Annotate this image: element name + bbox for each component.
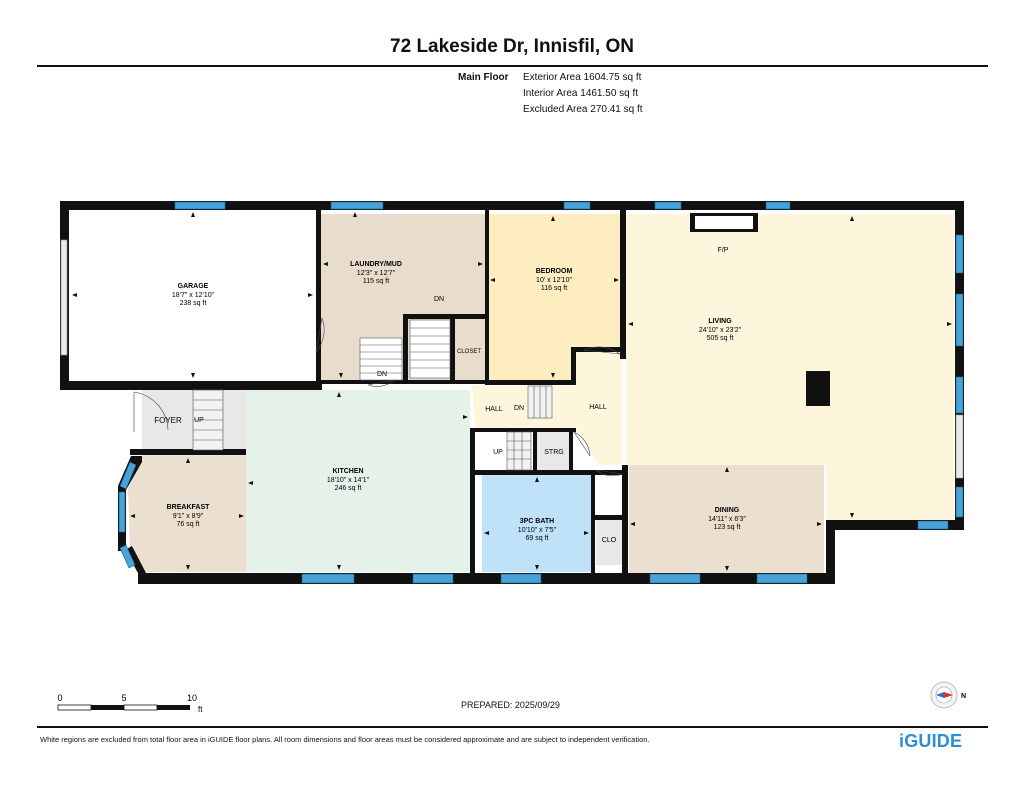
living-dims: 24'10" x 23'2"	[699, 327, 742, 334]
laundry-area: 115 sq ft	[363, 278, 389, 285]
closet-label: CLOSET	[457, 349, 481, 355]
scale-bar: 0 5 10 ft	[57, 693, 203, 714]
breakfast-label: BREAKFAST	[167, 504, 211, 511]
iguide-logo: iGUIDE	[899, 731, 963, 751]
breakfast-area: 76 sq ft	[177, 521, 200, 528]
header-rule	[37, 65, 988, 67]
dimension-arrows	[72, 212, 952, 571]
compass-icon: N	[930, 681, 966, 709]
bedroom-dims: 10' x 12'10"	[536, 277, 572, 284]
scale-tick-0: 0	[57, 693, 62, 703]
foyer-label: FOYER	[154, 416, 182, 425]
bath-area: 69 sq ft	[526, 535, 549, 542]
garage-dims: 18'7" x 12'10"	[172, 292, 215, 299]
laundry-dims: 12'3" x 12'7"	[357, 270, 396, 277]
floor-label: Main Floor	[458, 72, 509, 83]
clo-floor	[596, 520, 624, 565]
breakfast-floor	[128, 456, 246, 572]
scale-tick-10: 10	[187, 693, 197, 703]
kitchen-floor	[246, 390, 470, 572]
garage-side-window	[60, 239, 68, 356]
dining-dims: 14'11" x 6'3"	[708, 516, 746, 523]
kitchen-label: KITCHEN	[332, 468, 363, 475]
dining-area: 123 sq ft	[714, 524, 741, 531]
laundry-label: LAUNDRY/MUD	[350, 261, 402, 268]
fireplace-opening	[695, 216, 753, 229]
bath-label: 3PC BATH	[520, 518, 554, 525]
disclaimer: White regions are excluded from total fl…	[40, 735, 650, 744]
hall-label-1: HALL	[485, 406, 503, 413]
clo-label: CLO	[602, 537, 617, 544]
garage-floor	[70, 209, 316, 381]
scale-tick-5: 5	[121, 693, 126, 703]
garage-label: GARAGE	[178, 283, 209, 290]
stair-down-hall: DN	[514, 405, 524, 412]
hall-label-2: HALL	[589, 404, 607, 411]
strg-label: STRG	[544, 449, 563, 456]
door-swings	[133, 317, 623, 477]
bedroom-area: 116 sq ft	[541, 285, 567, 292]
garage-area: 238 sq ft	[180, 300, 207, 307]
stairs	[192, 319, 553, 471]
dining-label: DINING	[715, 507, 740, 514]
breakfast-dims: 9'1" x 8'9"	[173, 513, 204, 520]
footer-rule	[37, 726, 988, 728]
strg-floor	[537, 432, 569, 470]
stair-down-laundry: DN	[434, 296, 444, 303]
stair-up-foyer: UP	[194, 417, 204, 424]
prepared-date: PREPARED: 2025/09/29	[461, 700, 560, 710]
stair-down-mud: DN	[377, 371, 387, 378]
living-floor	[626, 214, 954, 520]
stair-up-hall: UP	[493, 449, 503, 456]
closet-floor	[455, 320, 485, 381]
bedroom-label: BEDROOM	[536, 268, 573, 275]
scale-unit: ft	[198, 705, 203, 714]
kitchen-area: 246 sq ft	[335, 485, 362, 492]
windows	[118, 201, 964, 584]
compass-north: N	[961, 693, 966, 700]
room-labels: GARAGE 18'7" x 12'10" 238 sq ft LAUNDRY/…	[154, 247, 746, 544]
kitchen-dims: 18'10" x 14'1"	[327, 477, 370, 484]
area-summary: Exterior Area 1604.75 sq ft Interior Are…	[523, 70, 643, 118]
interior-area: Interior Area 1461.50 sq ft	[523, 88, 639, 99]
fireplace-label: F/P	[718, 247, 729, 254]
excluded-area: Excluded Area 270.41 sq ft	[523, 104, 643, 115]
living-area: 505 sq ft	[707, 335, 734, 342]
bath-floor	[482, 475, 591, 572]
bath-dims: 10'10" x 7'5"	[518, 527, 557, 534]
plan-title: 72 Lakeside Dr, Innisfil, ON	[390, 36, 634, 57]
exterior-area: Exterior Area 1604.75 sq ft	[523, 72, 642, 83]
living-side-window	[955, 414, 964, 479]
living-label: LIVING	[708, 318, 732, 325]
dining-floor	[629, 465, 824, 573]
